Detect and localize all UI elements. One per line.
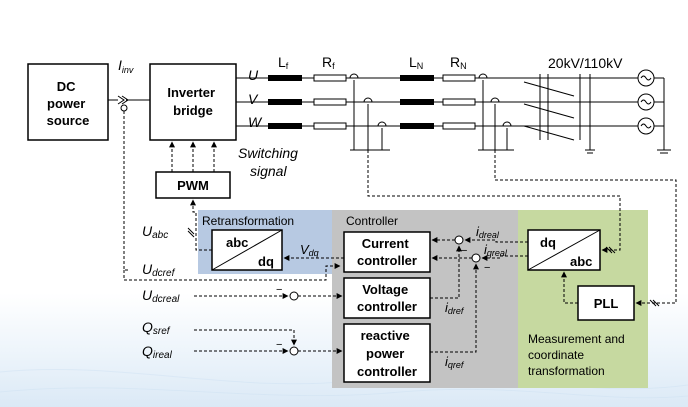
pwm-block [155,171,231,199]
u-abc-label: Uabc [142,223,168,241]
switching-signal-lines [169,141,217,172]
phase-w-label: W [248,114,263,130]
minus-q: − [484,262,490,274]
ln-label: LN [409,54,423,71]
dq-abc-bottom-label: abc [570,254,592,269]
abc-dq-top-label: abc [226,235,248,250]
controller-label: Controller [346,214,398,228]
pwm-label: PWM [177,178,209,193]
i-inv-label: Iinv [118,57,134,75]
abc-dq-bottom-label: dq [258,254,274,269]
inverter-bridge-label: Inverter bridge [167,85,218,118]
voltage-tap-1 [349,73,390,151]
switching-signal-label: Switching signal [238,145,302,179]
retransformation-label: Retransformation [202,214,294,228]
rf-resistors [313,74,347,130]
voltage-controller-block [343,277,431,319]
voltage-tap-2 [478,73,514,151]
v-dq-label: Vdq [300,242,319,258]
reactive-power-controller-block [343,323,431,383]
current-controller-label: Current controller [357,236,417,268]
rn-label: RN [450,54,467,71]
dc-power-source-label: DC power source [47,79,90,128]
current-controller-block [343,231,431,273]
voltage-controller-label: Voltage controller [357,282,417,314]
rf-label: Rf [322,54,335,71]
lf-label: Lf [278,54,289,71]
q-sref-label: Qsref [142,319,171,337]
reactive-power-controller-label: reactive power controller [357,328,417,379]
transformer-label: 20kV/110kV [548,55,623,71]
dq-abc-top-label: dq [540,235,556,250]
u-dcreal-label: Udcreal [142,287,180,305]
sum-junction-q-power [289,346,299,356]
sum-junction-udc [289,291,299,301]
lf-inductors [268,75,302,129]
grid-sources [600,69,671,154]
measurement-label: Measurement and coordinate transformatio… [528,332,628,378]
phase-v-label: V [248,91,259,107]
i-dref-label: idref [445,300,465,316]
i-qref-label: iqref [445,354,465,370]
pll-block [577,285,635,321]
sum-junction-d [454,235,464,245]
phase-u-label: U [248,67,259,83]
minus-udc: − [276,284,282,296]
u-dcref-label: Udcref [142,261,176,279]
inverter-bridge-block [149,63,237,141]
transformer-symbol [523,74,595,154]
i-qreal-label: iqreal [484,242,508,258]
minus-d: − [461,245,467,257]
ln-inductors [400,75,434,129]
q-ireal-label: Qireal [142,343,173,361]
dc-link [108,95,150,112]
i-dreal-label: idreal [476,224,500,240]
minus-q-power: − [276,339,282,351]
pll-label: PLL [594,296,619,311]
sum-junction-q [471,253,481,263]
dc-power-source-block [27,63,109,141]
rn-resistors [442,74,476,130]
